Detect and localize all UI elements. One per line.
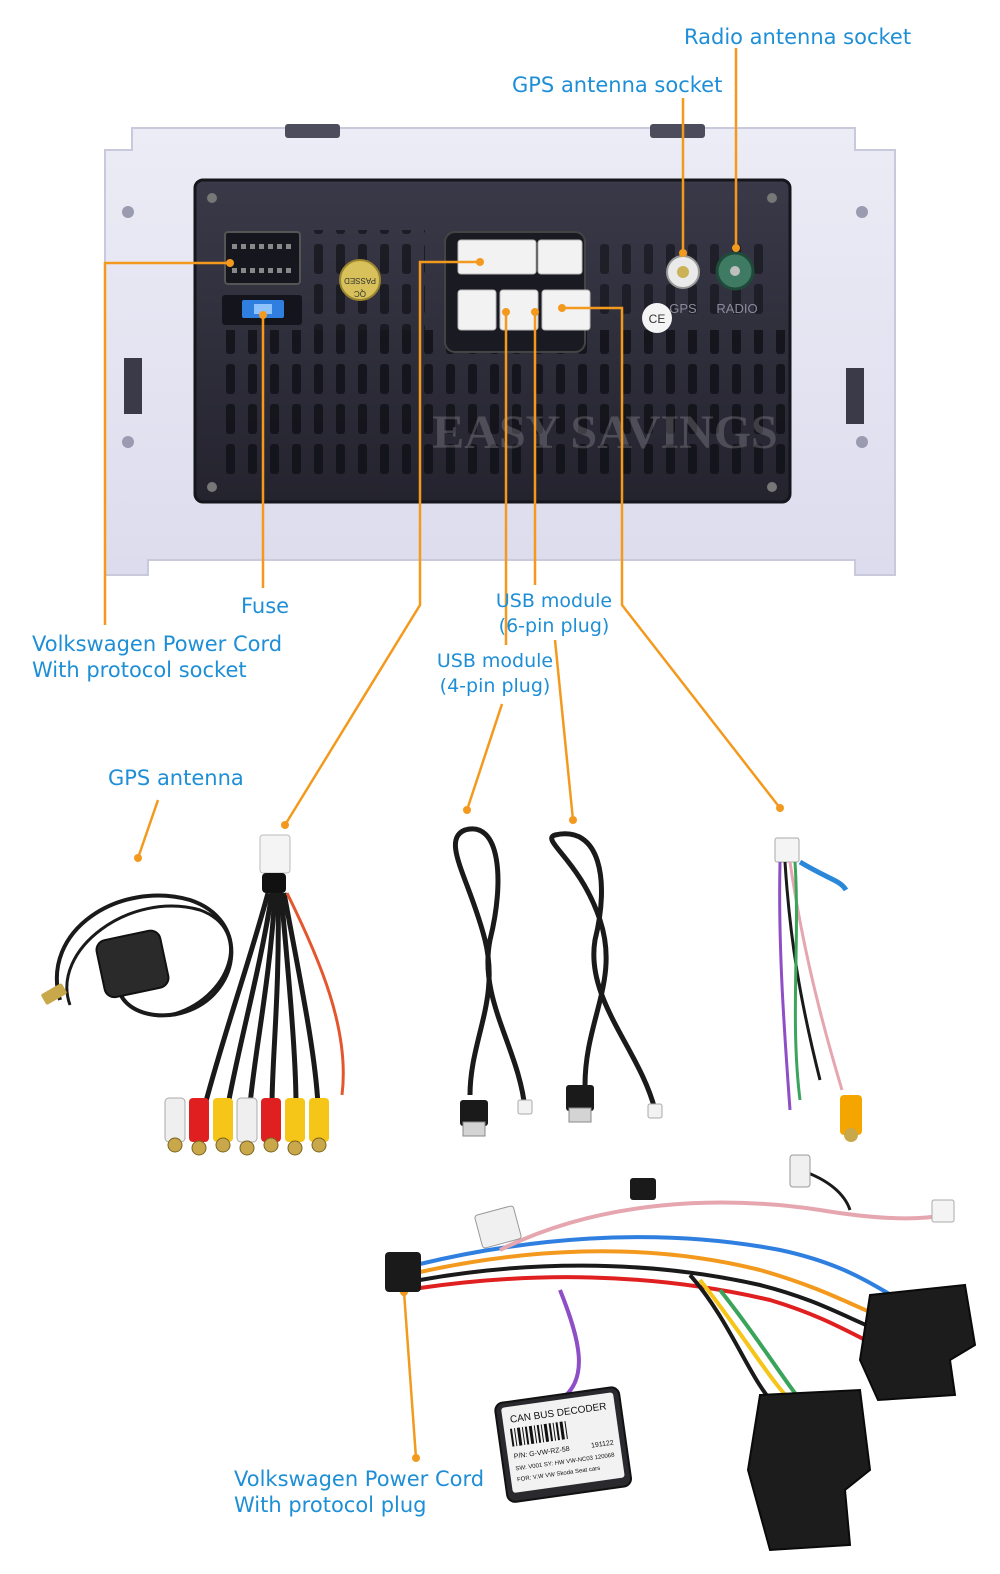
canbus-decoder-box: CAN BUS DECODER P/N: G-VW-RZ-58 191122 S… bbox=[494, 1386, 632, 1503]
passed-sticker-text: PASSED bbox=[344, 276, 376, 285]
gps-antenna-jack bbox=[666, 255, 700, 289]
passed-sticker: PASSED QC bbox=[339, 259, 381, 301]
qc-sticker-text: QC bbox=[354, 289, 366, 298]
connector-block bbox=[444, 231, 591, 353]
label-usb-6pin: USB module (6-pin plug) bbox=[494, 589, 614, 639]
leader-dots bbox=[134, 244, 784, 1462]
label-gps-antenna: GPS antenna bbox=[108, 766, 244, 790]
label-usb-6pin-line1: USB module bbox=[495, 590, 613, 612]
label-vw-power-cord-plug-line1: Volkswagen Power Cord bbox=[234, 1467, 485, 1491]
gps-print: GPS bbox=[669, 301, 697, 316]
leader-gps-antenna bbox=[136, 799, 160, 859]
small-harness bbox=[774, 837, 862, 1142]
leader-usb6-low bbox=[553, 639, 575, 821]
decoder-code: 191122 bbox=[591, 1440, 615, 1450]
label-usb-4pin-line1: USB module bbox=[436, 650, 554, 672]
gps-antenna bbox=[41, 893, 234, 1018]
leader-gps-antenna-plug bbox=[283, 260, 480, 826]
radio-antenna-jack bbox=[715, 251, 755, 291]
fuse-holder bbox=[222, 295, 302, 325]
label-fuse: Fuse bbox=[241, 594, 290, 618]
leader-power-socket bbox=[103, 261, 230, 625]
usb-cable-6pin bbox=[549, 831, 663, 1123]
head-unit: PASSED QC CE GPS RADIO EASY SAVINGS bbox=[104, 124, 896, 576]
power-protocol-socket bbox=[224, 231, 301, 285]
label-usb-4pin-line2: (4-pin plug) bbox=[439, 675, 551, 697]
label-vw-power-cord-plug: Volkswagen Power Cord With protocol plug bbox=[234, 1466, 484, 1518]
ce-mark bbox=[642, 303, 672, 333]
label-gps-antenna-socket: GPS antenna socket bbox=[512, 73, 723, 97]
label-vw-power-cord-socket: Volkswagen Power Cord With protocol sock… bbox=[32, 631, 282, 683]
label-vw-power-cord-socket-line2: With protocol socket bbox=[32, 658, 247, 682]
canbus-harness: CAN BUS DECODER P/N: G-VW-RZ-58 191122 S… bbox=[385, 1154, 977, 1552]
leader-lines bbox=[103, 48, 781, 1459]
label-radio-antenna-socket: Radio antenna socket bbox=[684, 25, 912, 49]
watermark: EASY SAVINGS bbox=[432, 406, 777, 459]
rca-cable bbox=[164, 834, 345, 1156]
leader-vw-plug bbox=[402, 1291, 418, 1459]
label-usb-4pin: USB module (4-pin plug) bbox=[430, 649, 560, 699]
leader-usb4-low bbox=[465, 703, 504, 811]
label-vw-power-cord-plug-line2: With protocol plug bbox=[234, 1493, 427, 1517]
radio-print: RADIO bbox=[716, 301, 757, 316]
label-vw-power-cord-socket-line1: Volkswagen Power Cord bbox=[32, 632, 283, 656]
leader-harness-small bbox=[562, 306, 781, 809]
usb-cable-4pin bbox=[452, 826, 533, 1137]
label-usb-6pin-line2: (6-pin plug) bbox=[498, 615, 610, 637]
ce-mark-text: CE bbox=[649, 312, 666, 326]
